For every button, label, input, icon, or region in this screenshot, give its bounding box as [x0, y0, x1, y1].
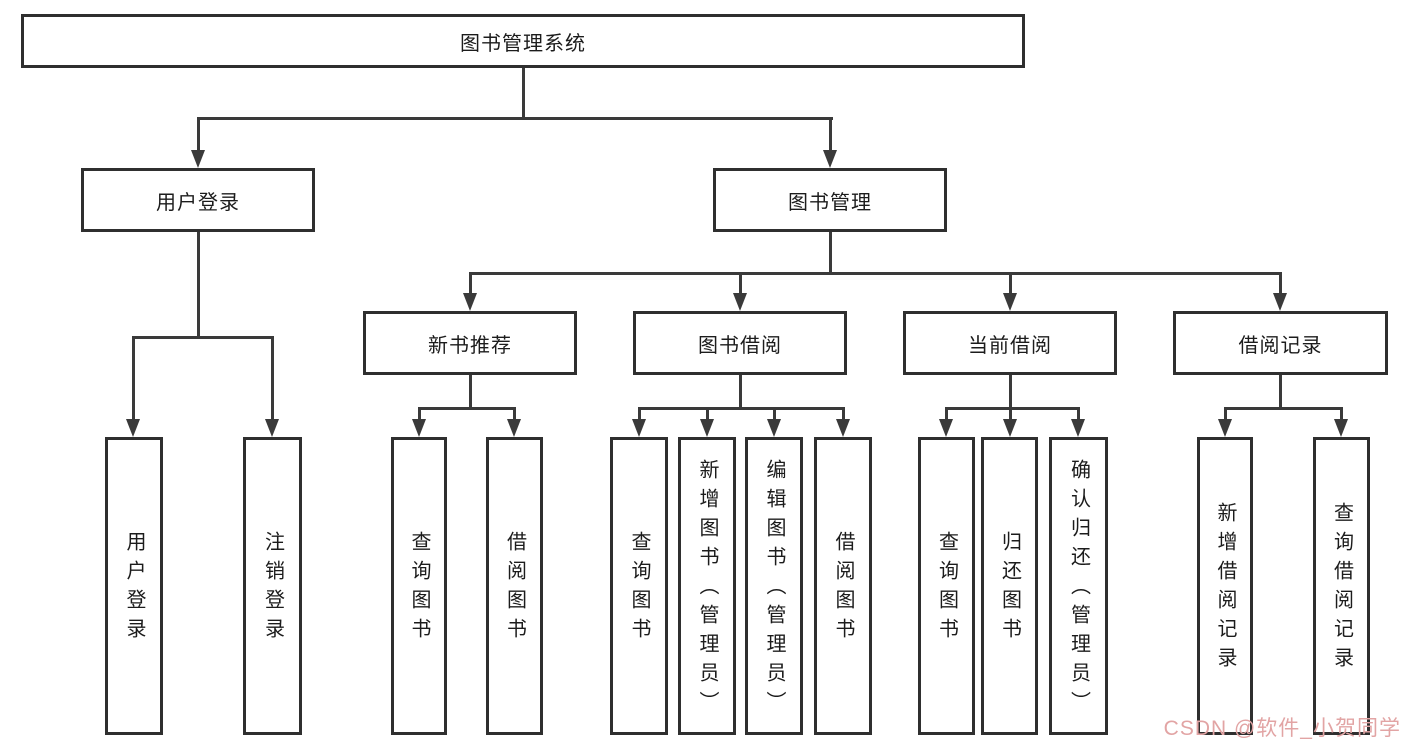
arrow-down-icon [1218, 419, 1232, 437]
node-query-borrow-record: 查询借阅记录 [1313, 437, 1370, 735]
connector-line [512, 407, 516, 419]
connector-line [828, 232, 832, 272]
arrow-down-icon [823, 150, 837, 168]
node-query-books-borrow: 查询图书 [610, 437, 668, 735]
arrow-down-icon [939, 419, 953, 437]
connector-line [1339, 407, 1343, 419]
arrow-down-icon [1003, 419, 1017, 437]
node-borrow-books-recommend: 借阅图书 [486, 437, 543, 735]
arrow-down-icon [1003, 293, 1017, 311]
connector-line [637, 407, 641, 419]
arrow-down-icon [1273, 293, 1287, 311]
connector-line [1008, 272, 1012, 293]
connector-line [705, 407, 709, 419]
node-user-login-group: 用户登录 [81, 168, 315, 232]
connector-line [417, 407, 421, 419]
connector-line [944, 407, 948, 419]
connector-line [944, 407, 1080, 410]
connector-line [1223, 407, 1227, 419]
node-book-management: 图书管理 [713, 168, 947, 232]
arrow-down-icon [700, 419, 714, 437]
arrow-down-icon [463, 293, 477, 311]
watermark: CSDN @软件_小贺同学 [1163, 717, 1401, 740]
arrow-down-icon [1071, 419, 1085, 437]
node-return-books: 归还图书 [981, 437, 1038, 735]
connector-line [772, 407, 776, 419]
connector-line [270, 336, 274, 419]
node-edit-books-admin: 编辑图书（管理员） [745, 437, 803, 735]
node-add-books-admin: 新增图书（管理员） [678, 437, 736, 735]
arrow-down-icon [126, 419, 140, 437]
arrow-down-icon [1334, 419, 1348, 437]
arrow-down-icon [412, 419, 426, 437]
arrow-down-icon [733, 293, 747, 311]
arrow-down-icon [191, 150, 205, 168]
node-book-borrowing: 图书借阅 [633, 311, 847, 375]
connector-line [417, 407, 516, 410]
node-user-login: 用户登录 [105, 437, 163, 735]
node-library-management-system: 图书管理系统 [21, 14, 1025, 68]
connector-line [468, 272, 472, 293]
node-borrow-books: 借阅图书 [814, 437, 872, 735]
node-query-books-current: 查询图书 [918, 437, 975, 735]
connector-line [1278, 272, 1282, 293]
arrow-down-icon [767, 419, 781, 437]
arrow-down-icon [632, 419, 646, 437]
connector-line [196, 117, 200, 150]
arrow-down-icon [507, 419, 521, 437]
connector-line [1008, 375, 1012, 407]
node-query-books-recommend: 查询图书 [391, 437, 447, 735]
connector-line [521, 68, 525, 117]
node-current-borrowing: 当前借阅 [903, 311, 1117, 375]
connector-line [1008, 407, 1012, 419]
connector-line [196, 232, 200, 336]
connector-line [828, 117, 832, 150]
connector-line [738, 272, 742, 293]
connector-line [738, 375, 742, 407]
connector-line [637, 407, 845, 410]
node-logout: 注销登录 [243, 437, 302, 735]
arrow-down-icon [836, 419, 850, 437]
node-add-borrow-record: 新增借阅记录 [1197, 437, 1253, 735]
connector-line [131, 336, 135, 419]
node-confirm-return-admin: 确认归还（管理员） [1049, 437, 1108, 735]
connector-line [1223, 407, 1343, 410]
connector-line [468, 375, 472, 407]
connector-line [841, 407, 845, 419]
node-new-book-recommendation: 新书推荐 [363, 311, 577, 375]
connector-line [1076, 407, 1080, 419]
node-borrowing-records: 借阅记录 [1173, 311, 1388, 375]
connector-line [1278, 375, 1282, 407]
connector-line [131, 336, 274, 339]
connector-line [197, 117, 833, 120]
arrow-down-icon [265, 419, 279, 437]
connector-line [468, 272, 1282, 275]
